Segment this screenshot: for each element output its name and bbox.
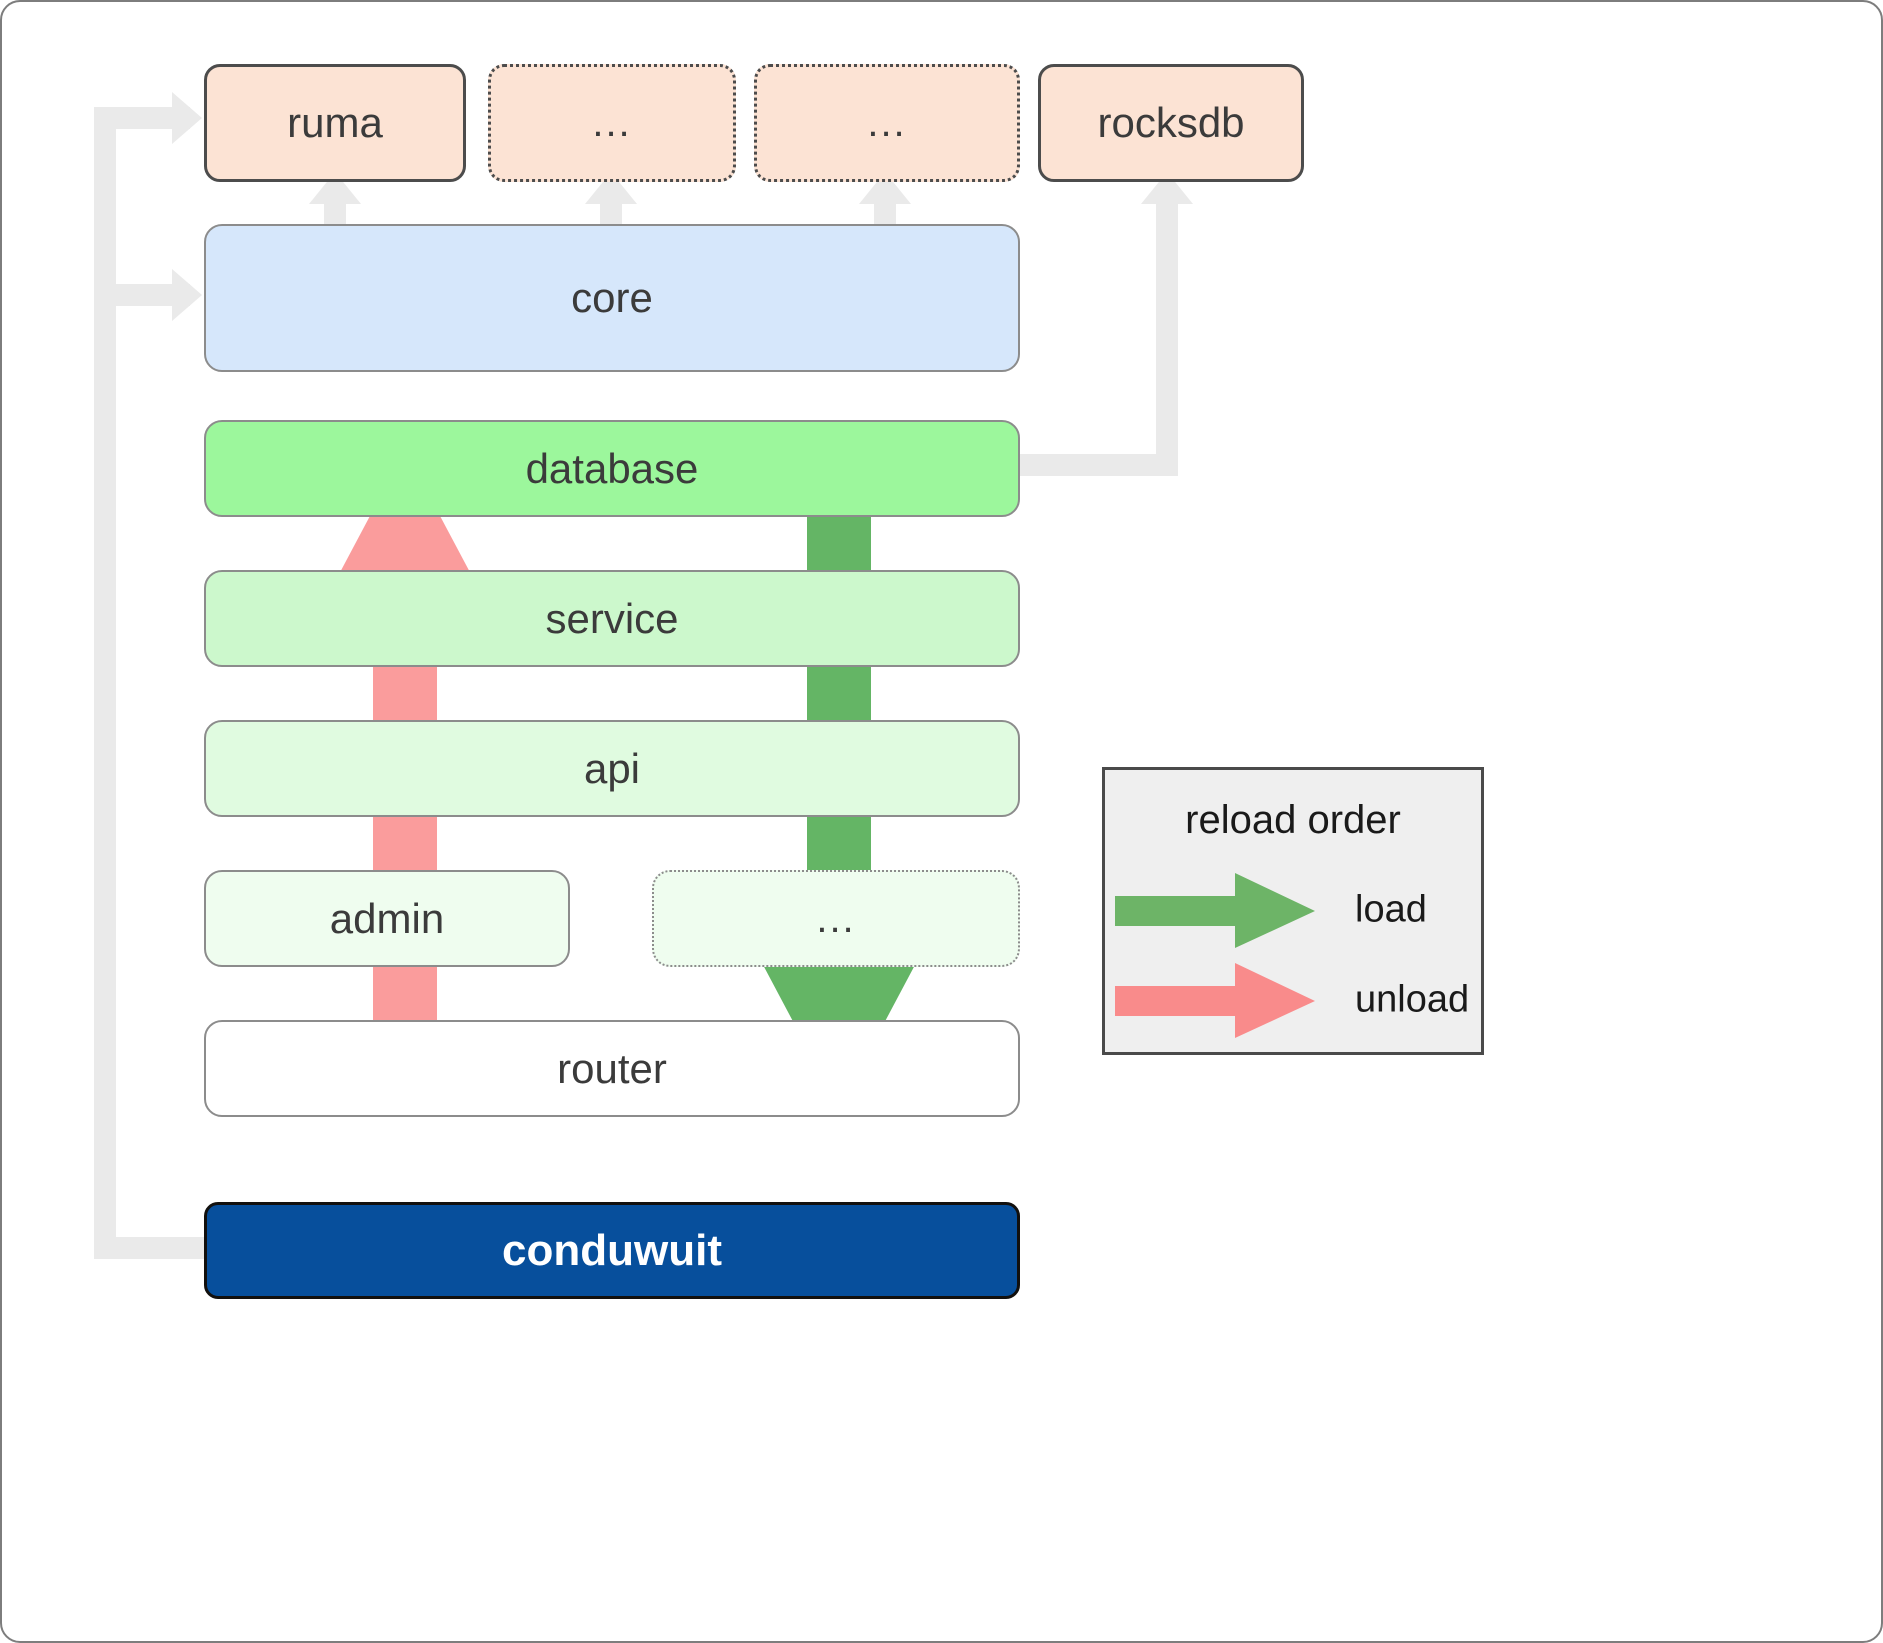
connector-arrow-ruma [172, 92, 202, 144]
dependency-node-rocksdb[interactable]: rocksdb [1038, 64, 1304, 182]
layer-label: router [557, 1044, 667, 1092]
layer-label: core [571, 274, 653, 321]
layer-node-api[interactable]: api [204, 720, 1020, 817]
connector-arrow-core [172, 269, 202, 321]
root-node-conduwuit[interactable]: conduwuit [204, 1202, 1020, 1299]
dependency-label: ... [867, 101, 907, 145]
connector-database-to-rocksdb-v [1156, 192, 1178, 467]
layer-label: api [583, 744, 641, 792]
connector-spine-to-conduwuit [94, 1237, 214, 1259]
dependency-node-ellipsis-2[interactable]: ... [754, 64, 1020, 182]
layer-node-router[interactable]: router [204, 1020, 1020, 1117]
legend-box: reload order load unload [1102, 767, 1484, 1055]
legend-row-load: load [1105, 870, 1481, 950]
layer-node-ellipsis[interactable]: ... [652, 870, 1020, 967]
dependency-label: ... [592, 101, 632, 145]
dependency-label: ruma [287, 99, 383, 146]
layer-node-database[interactable]: database [204, 420, 1020, 517]
legend-title: reload order [1185, 798, 1401, 842]
layer-label: database [525, 444, 699, 492]
layer-label: service [545, 594, 679, 642]
connector-branch-core [105, 284, 190, 306]
layer-node-core[interactable]: core [204, 224, 1020, 372]
legend-label-load: load [1355, 888, 1427, 931]
legend-unload-arrow-icon [1115, 963, 1315, 1038]
connector-spine-vertical [94, 107, 116, 1259]
legend-load-arrow-icon [1115, 873, 1315, 948]
connector-database-to-rocksdb-h [1018, 454, 1178, 476]
layer-node-service[interactable]: service [204, 570, 1020, 667]
layer-label: admin [329, 894, 445, 942]
layer-label: ... [816, 896, 856, 941]
dependency-label: rocksdb [1097, 99, 1245, 146]
dependency-node-ruma[interactable]: ruma [204, 64, 466, 182]
connector-branch-ruma [105, 107, 190, 129]
root-label: conduwuit [502, 1225, 722, 1275]
legend-row-unload: unload [1105, 960, 1481, 1040]
legend-label-unload: unload [1355, 978, 1470, 1021]
layer-node-admin[interactable]: admin [204, 870, 570, 967]
dependency-node-ellipsis-1[interactable]: ... [488, 64, 736, 182]
